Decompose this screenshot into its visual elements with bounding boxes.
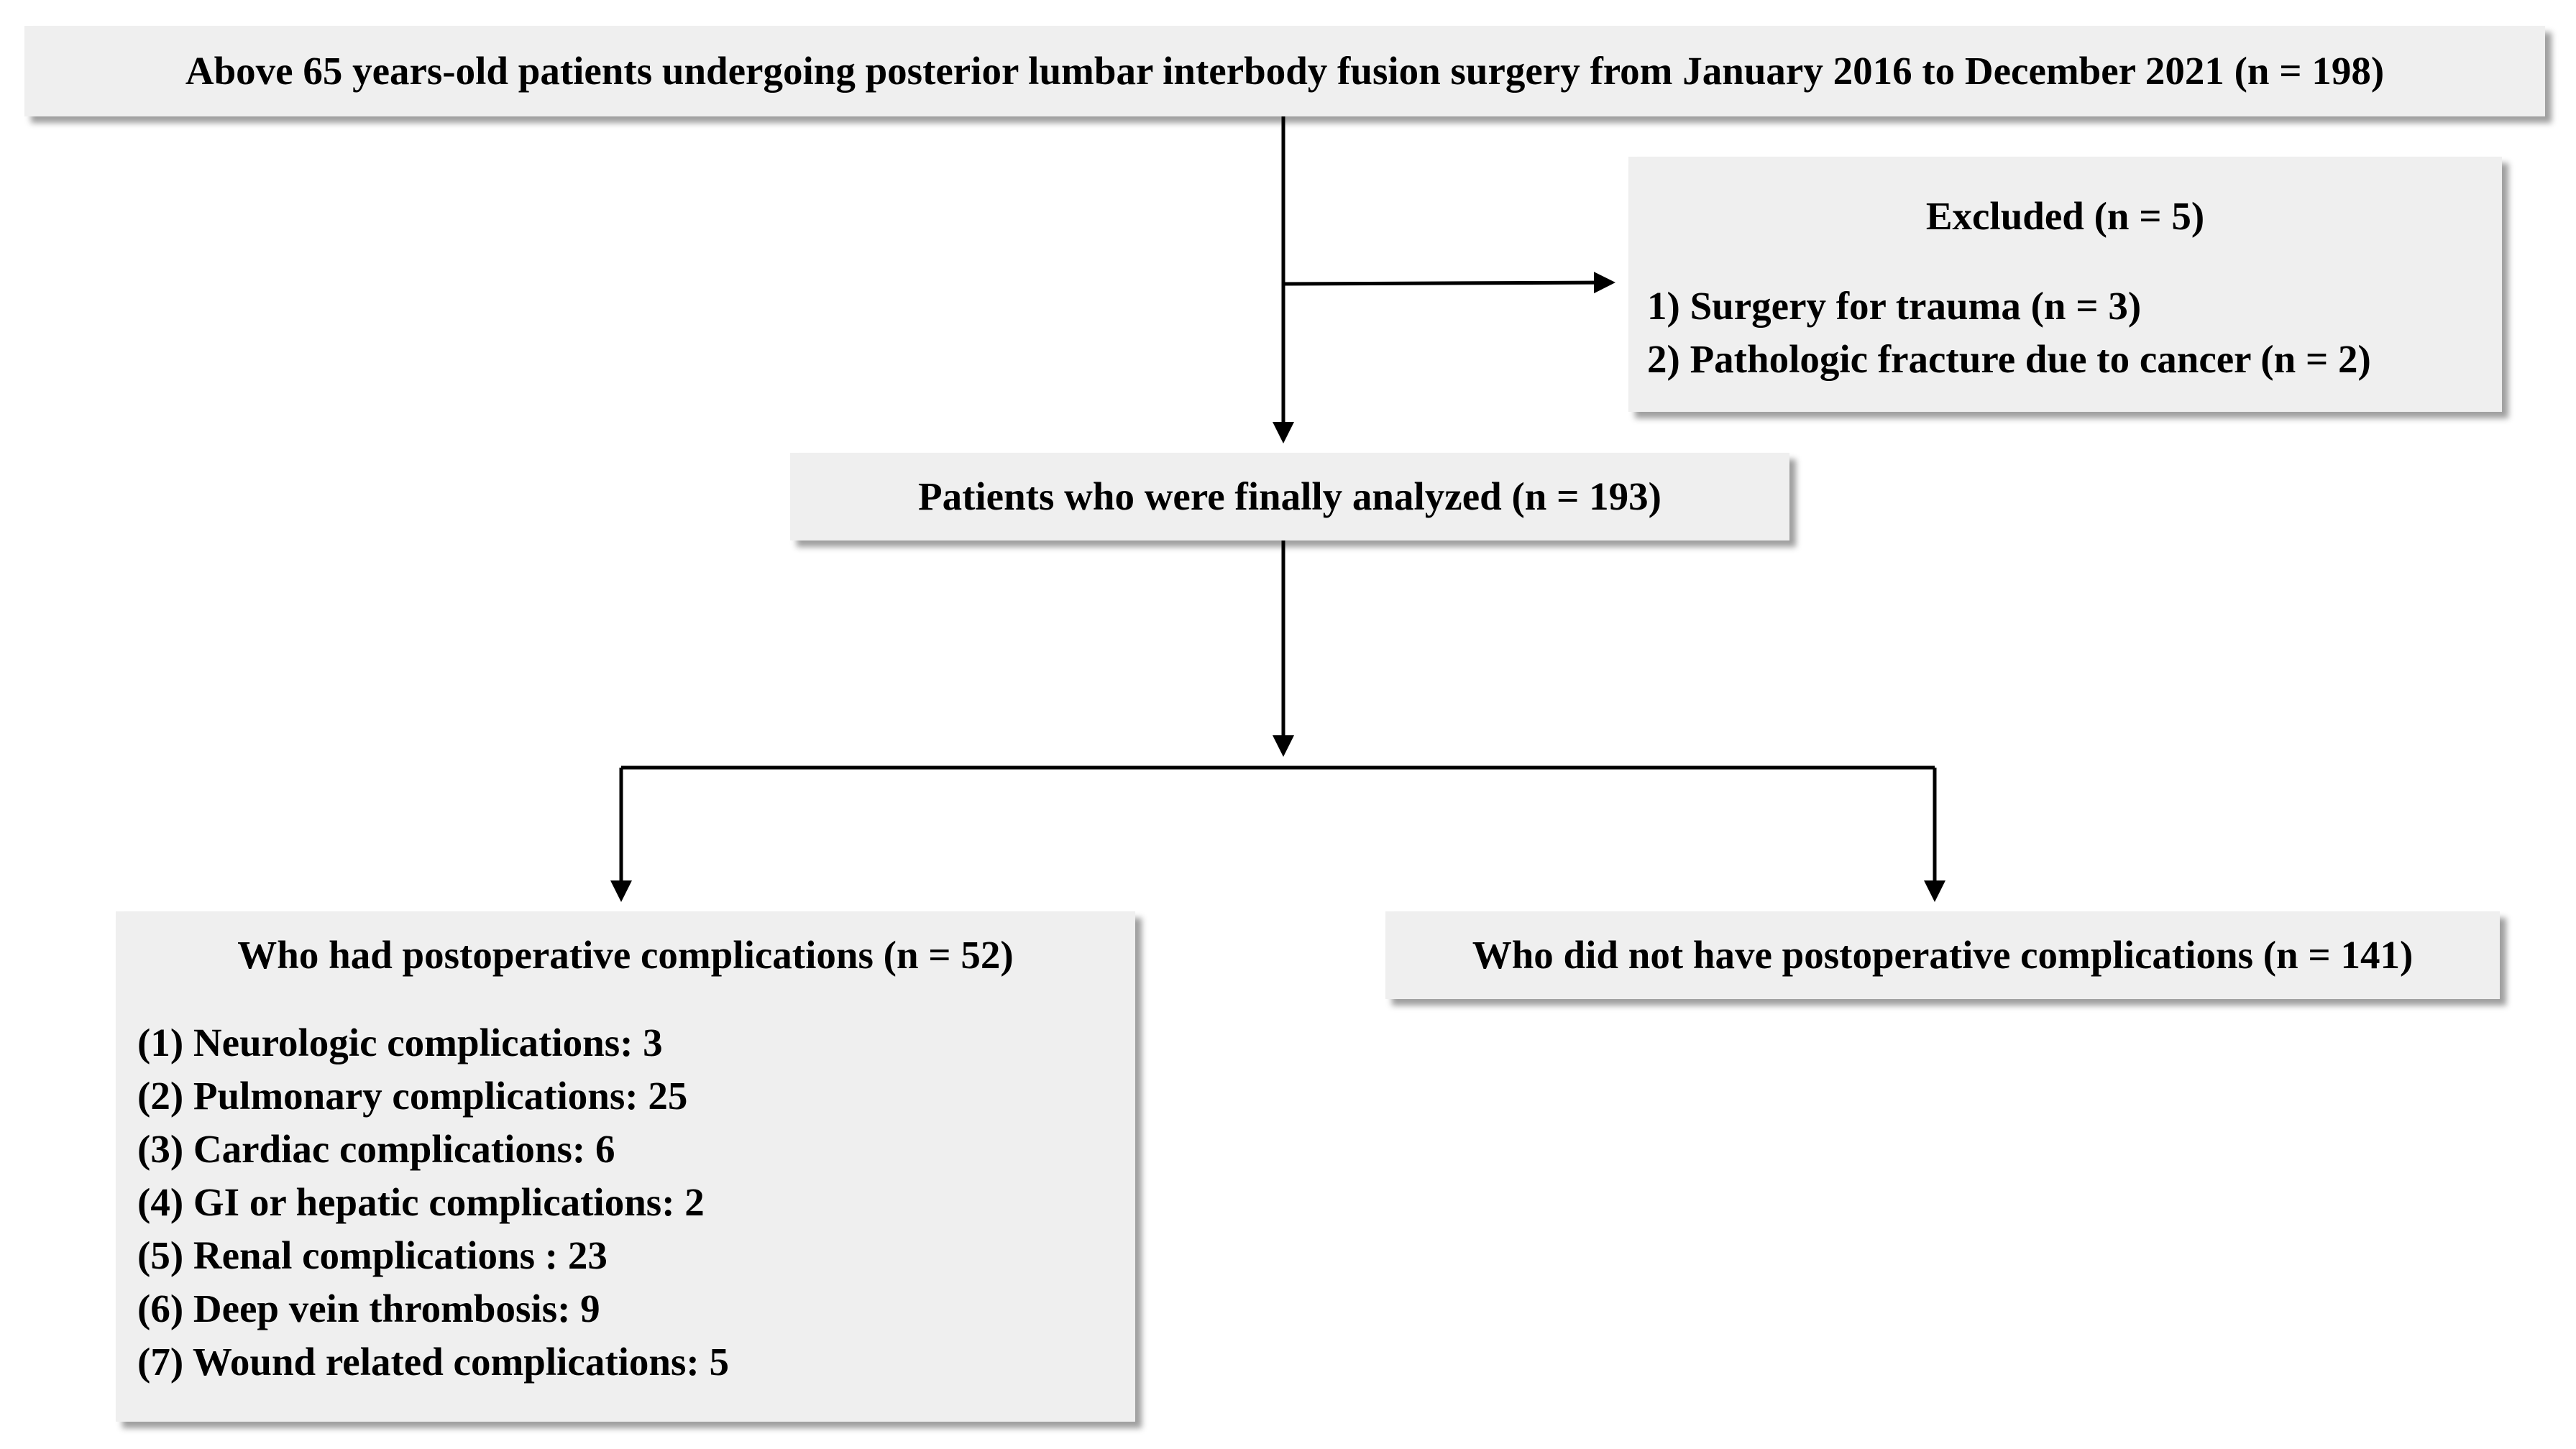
no-complications-box: Who did not have postoperative complicat… (1385, 911, 2500, 999)
excluded-item: 1) Surgery for trauma (n = 3) (1647, 284, 2142, 328)
complication-item: (4) GI or hepatic complications: 2 (137, 1180, 705, 1224)
complications-list: (1) Neurologic complications: 3 (2) Pulm… (137, 1016, 729, 1389)
complication-item: (5) Renal complications : 23 (137, 1233, 608, 1277)
complications-title: Who had postoperative complications (n =… (237, 933, 1014, 977)
arrow-to-excluded (1283, 272, 1615, 294)
analyzed-patients-text: Patients who were finally analyzed (n = … (917, 474, 1662, 518)
excluded-list: 1) Surgery for trauma (n = 3) 2) Patholo… (1647, 280, 2371, 386)
total-patients-box: Above 65 years-old patients undergoing p… (24, 26, 2545, 116)
complication-item: (3) Cardiac complications: 6 (137, 1127, 615, 1171)
excluded-title: Excluded (n = 5) (1925, 194, 2205, 238)
complication-item: (2) Pulmonary complications: 25 (137, 1074, 688, 1118)
excluded-item: 2) Pathologic fracture due to cancer (n … (1647, 337, 2371, 381)
no-complications-text: Who did not have postoperative complicat… (1472, 933, 2414, 977)
complication-item: (6) Deep vein thrombosis: 9 (137, 1287, 600, 1330)
total-patients-text: Above 65 years-old patients undergoing p… (185, 49, 2385, 93)
analyzed-patients-box: Patients who were finally analyzed (n = … (790, 453, 1789, 540)
complication-item: (7) Wound related complications: 5 (137, 1340, 729, 1384)
complications-box: Who had postoperative complications (n =… (116, 911, 1135, 1422)
complication-item: (1) Neurologic complications: 3 (137, 1021, 663, 1064)
excluded-box: Excluded (n = 5) 1) Surgery for trauma (… (1628, 157, 2502, 412)
